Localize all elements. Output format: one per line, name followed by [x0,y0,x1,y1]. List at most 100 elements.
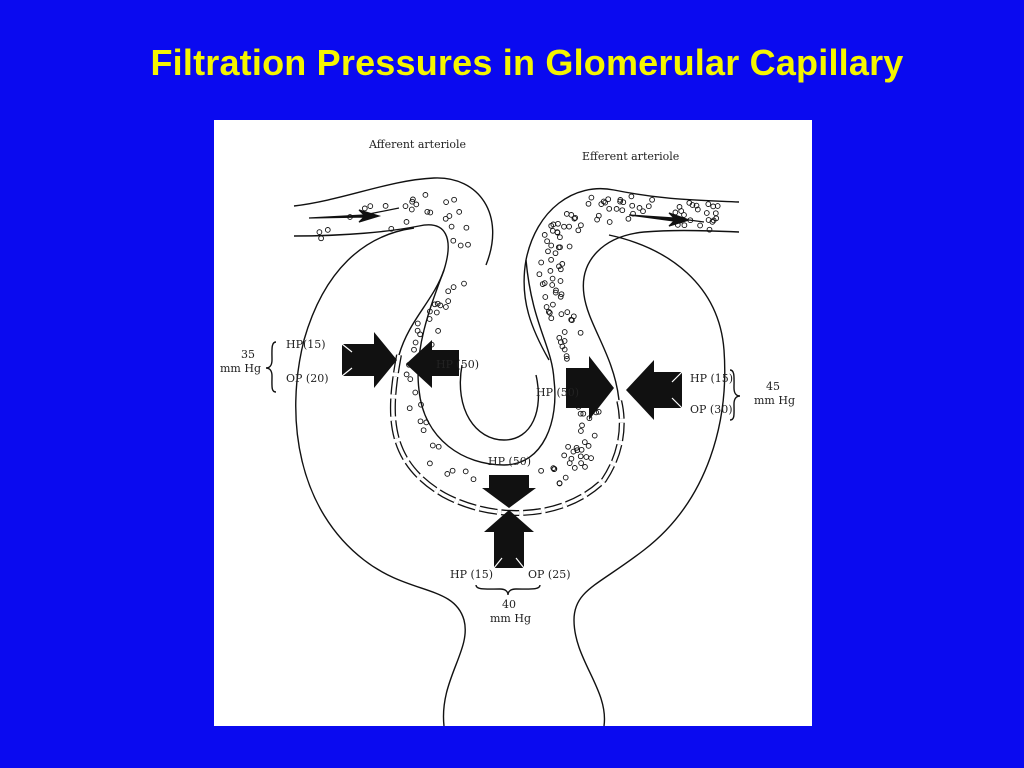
protein-particle [451,196,457,203]
protein-particle [445,298,452,304]
protein-particle [581,439,588,445]
protein-particle [316,229,323,235]
protein-particle [585,443,592,449]
protein-particle [557,244,563,251]
protein-particle [628,193,635,200]
bottom-bowman-op-label: OP (25) [528,568,571,581]
protein-particle [543,304,550,310]
protein-particle [414,320,421,327]
protein-particle [552,289,559,296]
protein-particle [367,203,374,209]
right-bowman-op-label: OP (30) [690,403,733,416]
right-sum-unit: mm Hg [754,394,795,407]
protein-particle [564,355,570,362]
protein-particle [572,214,579,221]
protein-particle [382,203,389,209]
protein-particle [563,211,570,217]
protein-particle [437,302,444,309]
protein-particle [435,443,442,450]
protein-particle [676,204,683,210]
protein-particle [594,216,600,223]
protein-particle [402,203,409,209]
protein-particle [556,480,563,486]
protein-particle [536,271,543,278]
protein-particle [418,401,424,408]
protein-particle [461,280,467,287]
protein-particle [583,454,590,460]
capillary-inner-loop [459,364,540,441]
protein-particle [549,282,556,288]
efferent-arteriole-outer-wall [523,188,740,361]
protein-particle [565,443,571,450]
protein-particle [426,316,433,322]
protein-particle [548,256,554,263]
protein-particle [547,268,554,274]
protein-particle [446,213,453,219]
left-sum-unit: mm Hg [220,362,261,375]
protein-particle [424,208,431,215]
protein-particle [674,222,681,228]
right-capillary-hp-label: HP (50) [536,386,579,399]
efferent-arteriole-inner-wall [582,229,740,401]
left-bowman-hp-label: HP(15) [286,338,326,351]
protein-particle [710,203,717,210]
protein-particle [566,243,573,250]
protein-particle [557,278,564,284]
protein-particle [554,229,561,235]
protein-particle [568,455,575,462]
protein-particle [411,346,417,353]
protein-particle [694,206,701,213]
bottom-capillary-hp-label: HP (50) [488,455,531,468]
protein-particle [557,234,563,241]
protein-particle [710,217,717,224]
protein-particle [606,205,613,212]
afferent-arteriole-inner-wall [293,224,449,356]
protein-particle [413,201,420,208]
protein-particle [600,198,607,205]
protein-particle [602,199,609,206]
protein-particle [687,217,694,224]
slide-title: Filtration Pressures in Glomerular Capil… [150,42,904,83]
protein-particle [551,466,557,473]
protein-particle [672,209,679,216]
protein-particle [548,315,555,322]
protein-particle [450,237,457,244]
protein-particle [545,248,551,255]
afferent-flow-arrow [308,207,400,223]
right-sum-value: 45 [766,380,780,393]
protein-particle [606,219,613,225]
protein-particle [410,196,416,203]
bowman-capsule-right-wall [573,234,726,726]
protein-particle [558,291,565,298]
protein-particle [431,301,438,308]
protein-particle [605,196,612,203]
protein-particle [427,460,433,467]
protein-particle [625,215,632,222]
protein-particle [571,215,578,222]
protein-particle [557,293,564,300]
plasma-protein-particles [316,192,721,493]
protein-particle [579,422,585,429]
protein-particle [456,209,463,215]
protein-particle [388,225,395,232]
protein-particle [703,210,710,216]
protein-particle [403,219,410,225]
protein-particle [403,371,410,378]
protein-particle [573,444,580,451]
protein-particle [564,309,571,315]
right-bowman-hp-label: HP (15) [690,372,733,385]
protein-particle [450,284,457,290]
protein-particle [712,210,719,217]
protein-particle [570,448,577,455]
protein-particle [693,202,700,209]
protein-particle [470,476,477,483]
protein-particle [420,427,427,434]
efferent-arteriole-label: Efferent arteriole [582,150,679,163]
protein-particle [620,199,627,206]
protein-particle [427,308,433,315]
protein-particle [412,339,419,346]
protein-particle [549,275,556,282]
protein-particle [566,223,572,230]
protein-particle [550,301,556,308]
protein-particle [442,215,449,222]
